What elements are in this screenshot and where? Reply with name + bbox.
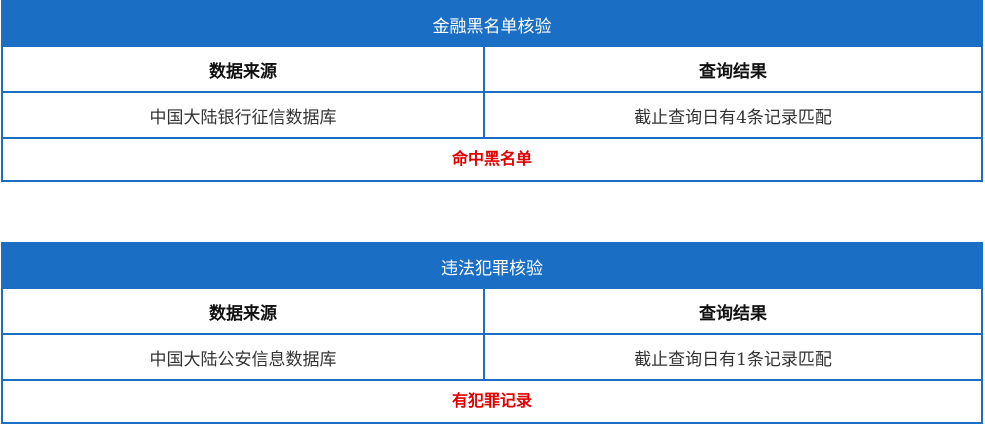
column-header-source: 数据来源 xyxy=(3,289,485,333)
status-text: 命中黑名单 xyxy=(3,137,981,181)
criminal-record-panel: 违法犯罪核验 数据来源 查询结果 中国大陆公安信息数据库 截止查询日有1条记录匹… xyxy=(1,242,983,424)
column-header-result: 查询结果 xyxy=(699,61,767,82)
table-row: 中国大陆公安信息数据库 截止查询日有1条记录匹配 xyxy=(3,333,981,379)
source-cell: 中国大陆公安信息数据库 xyxy=(3,335,485,379)
status-text: 有犯罪记录 xyxy=(3,379,981,423)
panel-title: 违法犯罪核验 xyxy=(3,244,981,289)
result-cell: 截止查询日有4条记录匹配 xyxy=(634,107,832,128)
panel-title: 金融黑名单核验 xyxy=(3,2,981,47)
column-header-result: 查询结果 xyxy=(699,303,767,324)
source-cell: 中国大陆银行征信数据库 xyxy=(3,93,485,137)
result-cell: 截止查询日有1条记录匹配 xyxy=(634,349,832,370)
column-header-source: 数据来源 xyxy=(3,47,485,91)
table-header-row: 数据来源 查询结果 xyxy=(3,289,981,333)
financial-blacklist-panel: 金融黑名单核验 数据来源 查询结果 中国大陆银行征信数据库 截止查询日有4条记录… xyxy=(1,0,983,182)
table-header-row: 数据来源 查询结果 xyxy=(3,47,981,91)
table-row: 中国大陆银行征信数据库 截止查询日有4条记录匹配 xyxy=(3,91,981,137)
